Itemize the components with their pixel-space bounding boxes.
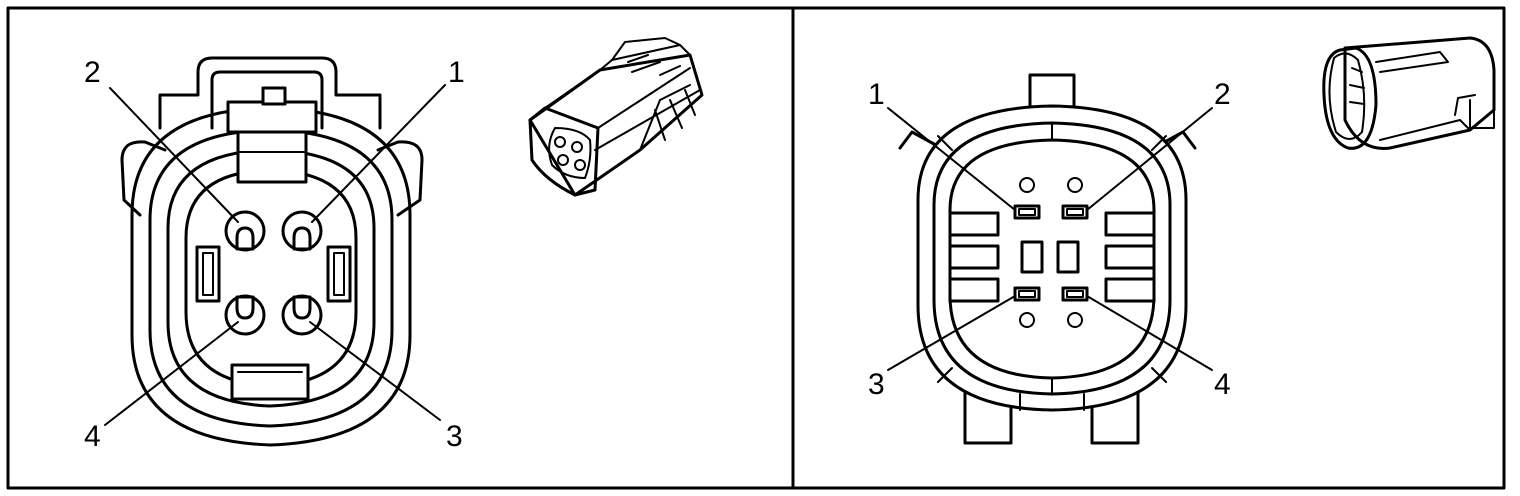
left-connector-thumbnail — [528, 37, 704, 197]
left-slot-right — [326, 245, 352, 303]
left-pin-cavity-4 — [224, 294, 266, 336]
right-hole-2 — [1067, 177, 1083, 193]
right-center-slot-right — [1056, 240, 1080, 274]
left-pin-label-1: 1 — [448, 56, 465, 89]
right-leader-3 — [887, 295, 1016, 371]
right-hole-1 — [1019, 177, 1035, 193]
left-leader-4 — [104, 321, 239, 426]
left-latch-body — [236, 130, 308, 184]
right-outer-shell — [916, 104, 1188, 412]
right-ring-1 — [932, 121, 1172, 396]
left-pin-cavity-3 — [281, 294, 323, 336]
left-pin-label-2: 2 — [84, 56, 101, 89]
right-leader-2 — [1086, 107, 1213, 211]
right-bar-left-1 — [948, 211, 1000, 237]
right-pin-label-1: 1 — [868, 78, 885, 111]
right-pin-label-3: 3 — [868, 368, 885, 401]
left-latch-tab — [226, 100, 318, 134]
left-latch-hood — [158, 56, 382, 130]
left-pin-label-3: 3 — [446, 420, 463, 453]
right-bar-right-1 — [1104, 211, 1156, 237]
right-leader-4 — [1086, 295, 1213, 371]
left-ring-1 — [148, 128, 394, 428]
left-pin-cavity-2 — [224, 210, 266, 252]
right-bar-right-3 — [1104, 277, 1156, 303]
left-ear-right — [376, 140, 424, 217]
right-hole-3 — [1019, 312, 1035, 328]
left-latch-knob — [261, 86, 287, 106]
right-hole-4 — [1067, 312, 1083, 328]
left-connector-face — [120, 56, 424, 447]
left-ring-3 — [184, 168, 358, 388]
left-leader-3 — [309, 321, 441, 421]
right-pin-label-4: 4 — [1214, 368, 1231, 401]
left-slot-left — [195, 245, 221, 303]
right-leader-1 — [887, 107, 1016, 211]
right-center-slot-left — [1020, 240, 1044, 274]
left-outer-shell — [130, 106, 412, 447]
left-leader-2 — [109, 87, 239, 223]
right-bar-left-3 — [948, 277, 1000, 303]
right-bar-left-2 — [948, 244, 1000, 270]
left-ring-2 — [166, 148, 376, 408]
left-pin-label-4: 4 — [84, 420, 101, 453]
right-connector-thumbnail — [1322, 36, 1496, 150]
diagram-frame — [6, 6, 1506, 490]
left-ear-left — [120, 140, 167, 217]
left-latch-hood-inner — [210, 70, 324, 130]
right-pin-label-2: 2 — [1214, 78, 1231, 111]
right-bar-right-2 — [1104, 244, 1156, 270]
left-leader-1 — [311, 84, 446, 223]
right-connector-face — [898, 73, 1197, 445]
left-bottom-key — [230, 363, 310, 401]
